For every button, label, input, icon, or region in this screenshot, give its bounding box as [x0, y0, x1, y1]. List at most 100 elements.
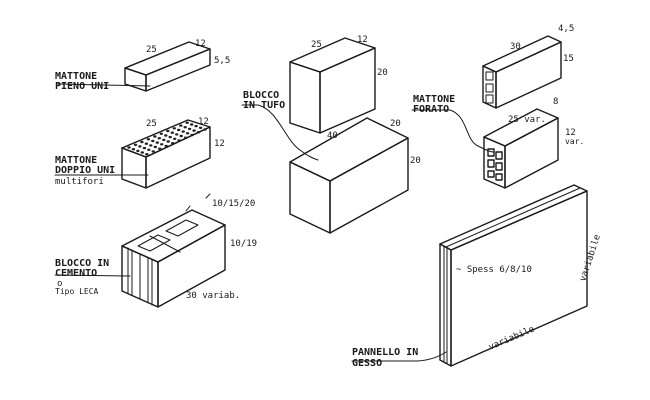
mattone-forato-bottom-block [483, 108, 559, 189]
pannello-gesso-label-2: GESSO [352, 358, 382, 369]
mattone-forato-bottom-length: 25 var. [508, 115, 546, 125]
brick-hole [136, 149, 140, 153]
blocco-tufo-small-height: 20 [377, 68, 388, 78]
brick-hole [179, 134, 183, 138]
brick-hole [198, 126, 203, 129]
brick-hole [166, 140, 170, 143]
blocco-tufo-small-width: 12 [357, 35, 368, 45]
brick-hole [177, 128, 181, 132]
blocco-cemento-label-1: BLOCCO IN [55, 258, 109, 269]
brick-hole [173, 137, 177, 140]
blocco-cemento-dim-width: 10/15/20 [212, 199, 255, 209]
pannello-gesso-height: variabile [578, 233, 603, 282]
brick-hole [142, 146, 147, 150]
brick-hole [157, 137, 161, 140]
blocco-tufo-label-1: BLOCCO [243, 90, 279, 101]
brick-hole [185, 121, 189, 125]
mattone-doppio-block [121, 119, 211, 189]
blocco-tufo-large-width: 20 [390, 119, 401, 129]
brick-hole [159, 132, 163, 135]
brick-hole [185, 132, 190, 135]
mattone-pieno-label-2: PIENO UNI [55, 81, 109, 92]
brick-hole [177, 139, 181, 142]
brick-hole [151, 150, 155, 153]
mattone-doppio-label-2: DOPPIO UNI [55, 165, 115, 176]
brick-hole [194, 124, 198, 128]
brick-hole [158, 147, 162, 150]
brick-hole [146, 138, 151, 141]
brick-hole [187, 127, 192, 131]
brick-hole [140, 140, 144, 144]
mattone-doppio-dim-length: 25 [146, 119, 157, 129]
blocco-tufo-leader [241, 104, 319, 161]
brick-hole [153, 145, 157, 149]
brick-hole [153, 135, 157, 138]
blocco-cemento-label-2: CEMENTO [55, 268, 97, 279]
mattone-forato-top-block [482, 35, 562, 109]
brick-hole [170, 131, 174, 134]
mattone-forato-bottom-height-1: 12 [565, 128, 576, 138]
brick-hole [172, 127, 176, 130]
brick-hole [144, 142, 149, 145]
brick-hole [133, 143, 138, 146]
brick-hole [147, 148, 151, 151]
mattone-forato-top-height: 15 [563, 54, 574, 64]
blocco-tufo-small-block [289, 37, 376, 134]
brick-hole [131, 148, 136, 151]
brick-hole [183, 136, 188, 139]
mattone-forato-label-2: FORATO [413, 104, 449, 115]
mattone-forato-label-1: MATTONE [413, 94, 455, 105]
brick-hole [181, 130, 185, 133]
pannello-gesso-width: variabile [487, 324, 536, 352]
pannello-gesso-label-1: PANNELLO IN [352, 347, 418, 358]
brick-hole [151, 139, 155, 143]
mattone-doppio-holes [127, 121, 207, 156]
pannello-gesso-panel [439, 184, 588, 367]
blocco-cemento-label-4: Tipo LECA [55, 287, 99, 296]
brick-hole [138, 145, 142, 148]
brick-hole [166, 129, 170, 133]
blocco-cemento-label-3: o [57, 279, 62, 289]
brick-hole [149, 144, 153, 147]
brick-hole [179, 124, 183, 127]
brick-hole [127, 146, 131, 149]
mattone-pieno-dim-width: 12 [195, 39, 206, 49]
mattone-forato-top-length: 30 [510, 42, 521, 52]
mattone-pieno-label-1: MATTONE [55, 71, 97, 82]
pannello-gesso-leader [351, 351, 447, 362]
mattone-pieno-leader [57, 83, 151, 87]
blocco-cemento-leader [54, 274, 131, 277]
brick-hole [145, 153, 149, 156]
mattone-forato-leader [411, 109, 495, 153]
blocco-tufo-label-2: IN TUFO [243, 100, 285, 111]
brick-hole [196, 131, 201, 134]
blocco-cemento-dim-height: 10/19 [230, 239, 257, 249]
brick-hole [155, 141, 159, 144]
brick-hole [203, 128, 207, 131]
blocco-tufo-large-length: 40 [327, 131, 338, 141]
mattone-doppio-dim-height: 12 [214, 139, 225, 149]
blocco-tufo-small-length: 25 [311, 40, 322, 50]
mattone-forato-top-width: 4,5 [558, 24, 574, 34]
brick-hole [190, 133, 194, 137]
brick-hole [168, 135, 172, 139]
brick-hole [192, 129, 196, 132]
brick-hole [160, 143, 164, 146]
mattone-forato-bottom-width: 8 [553, 97, 558, 107]
mattone-forato-bottom-height-2: var. [565, 137, 584, 146]
brick-hole [190, 123, 194, 126]
brick-hole [183, 126, 187, 129]
brick-hole [162, 138, 166, 142]
pannello-gesso-thickness: ~ Spess 6/8/10 [456, 265, 532, 275]
brick-hole [164, 144, 168, 148]
brick-hole [140, 151, 144, 154]
brick-hole [164, 134, 168, 137]
mattone-pieno-dim-length: 25 [146, 45, 157, 55]
mattone-doppio-label-1: MATTONE [55, 155, 97, 166]
mattone-doppio-label-3: multifori [55, 177, 104, 187]
blocco-tufo-large-height: 20 [410, 156, 421, 166]
blocco-cemento-dim-length: 30 variab. [186, 291, 240, 301]
mattone-doppio-dim-width: 12 [198, 117, 209, 127]
